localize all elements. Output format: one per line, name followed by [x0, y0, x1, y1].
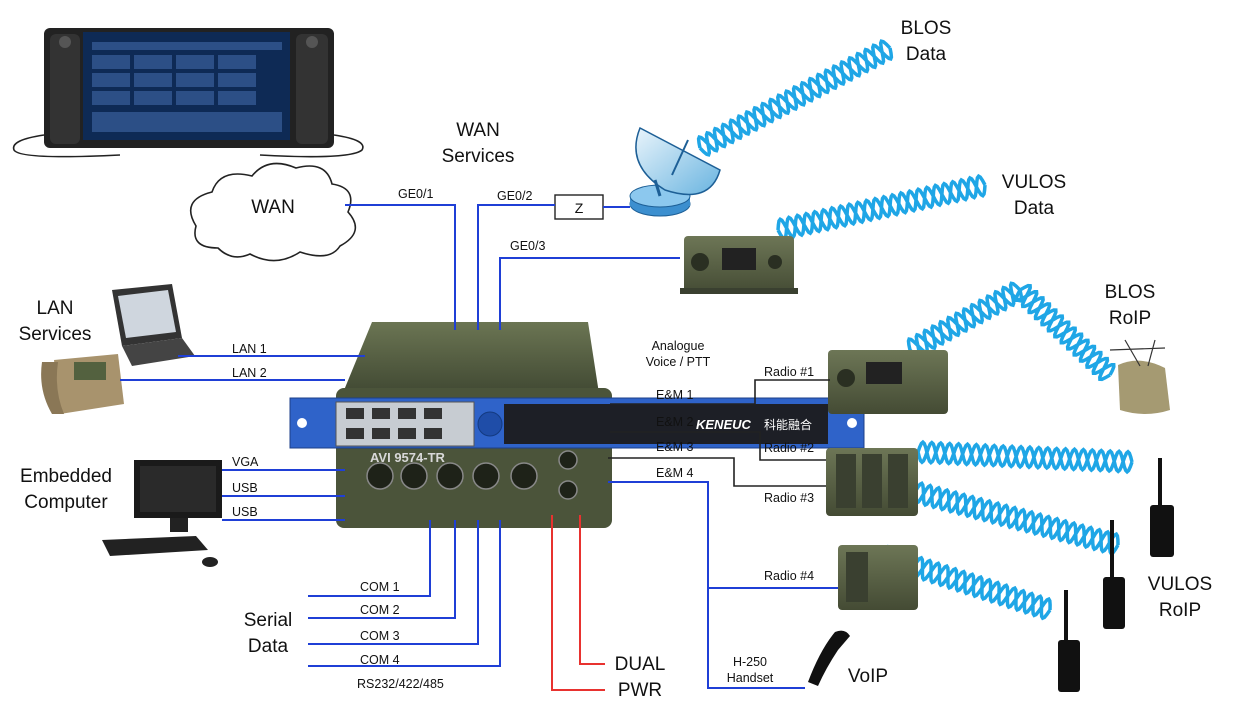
dual-pwr-label-1: DUAL — [615, 654, 666, 675]
port-em2: E&M 2 — [656, 415, 694, 429]
desk-phone-icon — [41, 354, 124, 414]
radio-2-3-rack — [826, 448, 918, 516]
diagram-labels: BLOS Data WAN Services VULOS Data BLOS R… — [19, 18, 1213, 701]
handheld-radios — [1058, 458, 1174, 692]
blos-data-label-2: Data — [906, 44, 947, 65]
satellite-dish — [629, 126, 721, 217]
blos-roip-label-1: BLOS — [1105, 282, 1156, 303]
blos-roip-label-2: RoIP — [1109, 308, 1151, 329]
blos-data-link — [696, 39, 894, 157]
port-rs-standard: RS232/422/485 — [357, 677, 444, 691]
port-lan1: LAN 1 — [232, 342, 267, 356]
radio-1-device — [828, 350, 948, 414]
port-com3: COM 3 — [360, 629, 400, 643]
port-em1: E&M 1 — [656, 388, 694, 402]
port-com4: COM 4 — [360, 653, 400, 667]
device-model-label: AVI 9574-TR — [370, 450, 446, 465]
vulos-data-radio — [680, 236, 798, 294]
port-vga: VGA — [232, 455, 259, 469]
embedded-computer-label-1: Embedded — [20, 466, 112, 487]
wan-cloud: WAN — [189, 162, 357, 262]
brand-label: KENEUC — [696, 417, 752, 432]
port-ge03: GE0/3 — [510, 239, 545, 253]
serial-data-label-1: Serial — [244, 610, 293, 631]
backpack-radio-icon — [1109, 339, 1170, 414]
handset-icon — [808, 630, 850, 686]
analogue-label-1: Analogue — [652, 339, 705, 353]
vulos-data-link — [776, 173, 987, 242]
impedance-label: Z — [575, 200, 584, 216]
main-router-device: AVI 9574-TR KENEUC 科能融合 — [289, 322, 865, 528]
blos-data-label-1: BLOS — [901, 18, 952, 39]
ethernet-wires — [120, 204, 838, 689]
laptop-icon — [112, 284, 195, 366]
power-wires — [551, 515, 605, 691]
wan-services-label-2: Services — [442, 146, 515, 167]
dual-pwr-label-2: PWR — [618, 680, 662, 701]
blos-roip-link — [906, 281, 1024, 359]
radio-1-label: Radio #1 — [764, 365, 814, 379]
port-em3: E&M 3 — [656, 440, 694, 454]
wan-cloud-label: WAN — [251, 197, 295, 218]
blos-roip-link-2 — [1014, 283, 1116, 382]
h250-label-2: Handset — [727, 671, 774, 685]
wan-services-label-1: WAN — [456, 120, 500, 141]
lan-services-label-1: LAN — [37, 298, 74, 319]
em-wires — [608, 379, 830, 487]
embedded-computer-icon — [102, 460, 222, 567]
vulos-data-label-1: VULOS — [1002, 172, 1066, 193]
tablet-terminal — [12, 28, 364, 158]
radio-links — [696, 39, 1134, 621]
radio-4-label: Radio #4 — [764, 569, 814, 583]
radio-4-device — [838, 545, 918, 610]
port-com2: COM 2 — [360, 603, 400, 617]
port-em4: E&M 4 — [656, 466, 694, 480]
port-ge01: GE0/1 — [398, 187, 433, 201]
analogue-label-2: Voice / PTT — [646, 355, 711, 369]
lan-services-label-2: Services — [19, 324, 92, 345]
vulos-roip-label-1: VULOS — [1148, 574, 1212, 595]
port-com1: COM 1 — [360, 580, 400, 594]
brand-cn-label: 科能融合 — [764, 417, 812, 432]
radio-2-label: Radio #2 — [764, 441, 814, 455]
vulos-roip-link-2 — [913, 481, 1120, 556]
embedded-computer-label-2: Computer — [24, 492, 108, 513]
radio-3-label: Radio #3 — [764, 491, 814, 505]
h250-label-1: H-250 — [733, 655, 767, 669]
vulos-data-label-2: Data — [1014, 198, 1055, 219]
vulos-roip-link-1 — [916, 439, 1134, 475]
port-lan2: LAN 2 — [232, 366, 267, 380]
vulos-roip-label-2: RoIP — [1159, 600, 1201, 621]
port-ge02: GE0/2 — [497, 189, 532, 203]
serial-data-label-2: Data — [248, 636, 289, 657]
port-usb-1: USB — [232, 481, 258, 495]
port-usb-2: USB — [232, 505, 258, 519]
voip-label: VoIP — [848, 666, 888, 687]
